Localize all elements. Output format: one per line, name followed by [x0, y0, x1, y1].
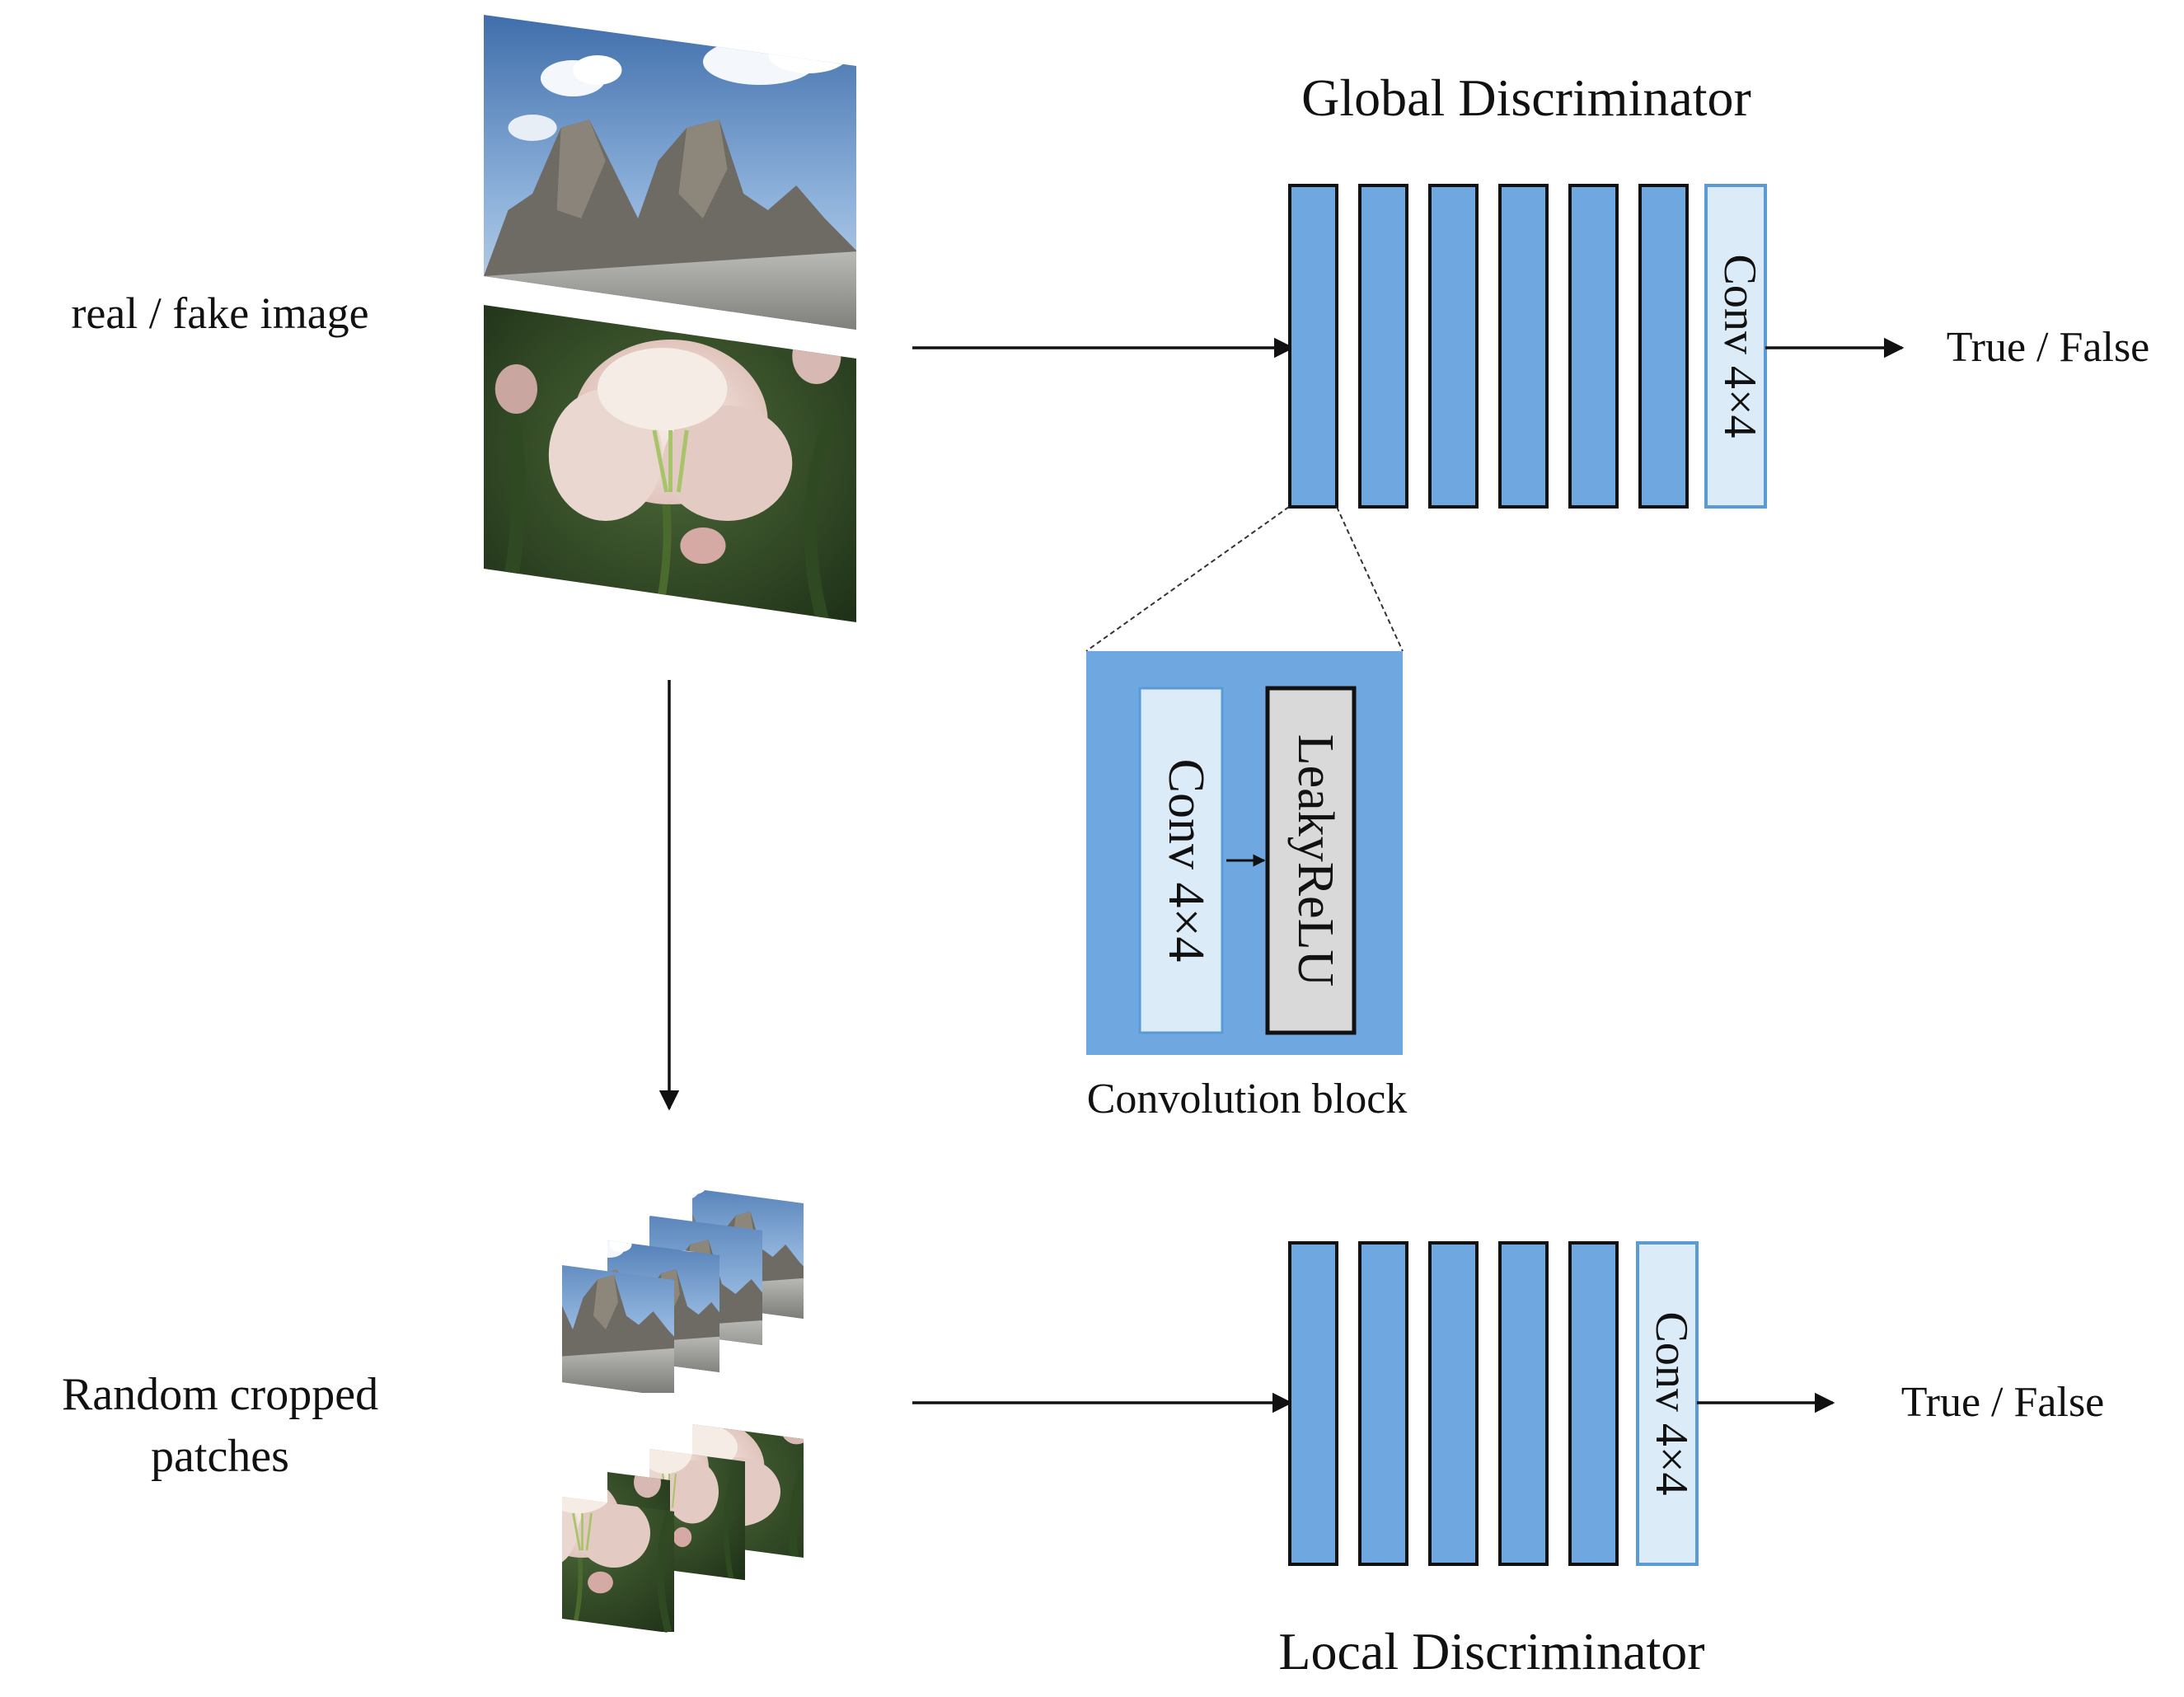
local-conv-blocks — [1288, 1241, 1619, 1566]
local-final-conv: Conv 4×4 — [1636, 1241, 1699, 1566]
local-conv-block-3 — [1428, 1241, 1479, 1566]
global-conv-block-1 — [1288, 184, 1338, 509]
global-conv-block-5 — [1568, 184, 1619, 509]
global-discriminator-title: Global Discriminator — [1301, 68, 1751, 127]
global-conv-block-6 — [1638, 184, 1689, 509]
global-conv-block-2 — [1358, 184, 1408, 509]
local-conv-block-1 — [1288, 1241, 1338, 1566]
mountain-patches — [562, 1188, 804, 1393]
patches-label-line2: patches — [151, 1431, 289, 1482]
zoom-line-left — [1085, 506, 1290, 652]
flower-image — [484, 298, 857, 628]
global-final-conv: Conv 4×4 — [1704, 184, 1767, 509]
convolution-block-detail: Conv 4×4 LeakyReLU — [1086, 651, 1403, 1055]
global-output-label: True / False — [1947, 324, 2150, 371]
conv-block-leakyrelu-label: LeakyReLU — [1287, 734, 1343, 987]
conv-block-conv — [1138, 687, 1224, 1034]
zoom-line-right — [1336, 506, 1404, 652]
local-conv-block-5 — [1568, 1241, 1619, 1566]
local-discriminator-title: Local Discriminator — [1278, 1622, 1704, 1681]
cropped-patches — [462, 1188, 823, 1632]
local-output-label: True / False — [1901, 1379, 2105, 1426]
flower-patches — [462, 1393, 823, 1632]
global-conv-blocks — [1288, 184, 1689, 509]
input-image-stack — [484, 15, 857, 628]
global-final-conv-label: Conv 4×4 — [1714, 255, 1765, 438]
mountain-image — [484, 15, 856, 330]
local-conv-block-4 — [1498, 1241, 1549, 1566]
global-conv-block-4 — [1498, 184, 1549, 509]
patches-label-line1: Random cropped — [62, 1369, 378, 1420]
global-conv-block-3 — [1428, 184, 1479, 509]
input-image-label: real / fake image — [71, 288, 368, 338]
conv-block-conv-label: Conv 4×4 — [1158, 759, 1214, 963]
conv-block-leakyrelu — [1265, 686, 1357, 1035]
local-final-conv-label: Conv 4×4 — [1646, 1312, 1697, 1496]
convolution-block-caption: Convolution block — [1087, 1076, 1408, 1123]
local-conv-block-2 — [1358, 1241, 1408, 1566]
